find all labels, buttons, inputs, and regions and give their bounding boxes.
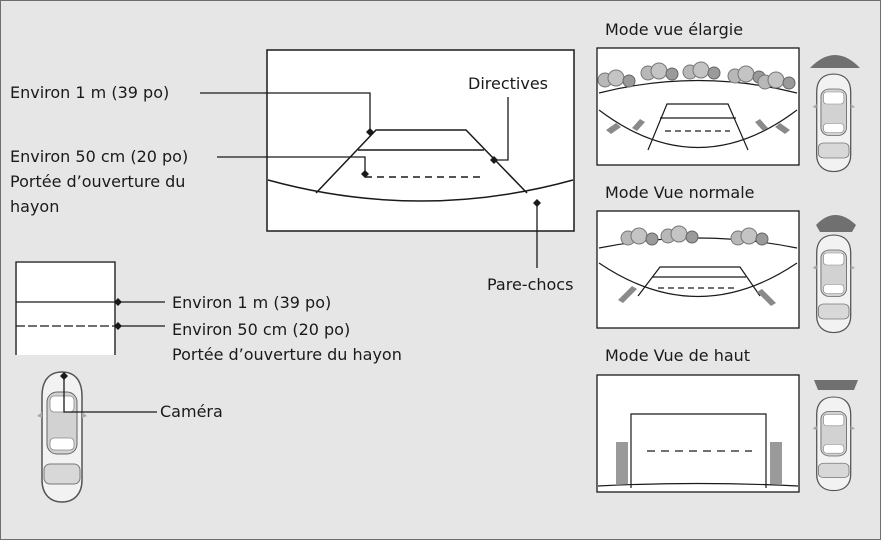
main-leader-lines bbox=[200, 92, 538, 268]
label-side-1m: Environ 1 m (39 po) bbox=[172, 293, 332, 312]
label-bumper: Pare-chocs bbox=[487, 275, 574, 294]
wide-mode-view bbox=[596, 47, 800, 166]
label-side-tailgate: Portée d’ouverture du hayon bbox=[172, 345, 402, 364]
main-camera-view bbox=[266, 49, 575, 232]
side-distance-view bbox=[15, 261, 165, 355]
label-approx-50cm: Environ 50 cm (20 po) bbox=[10, 147, 189, 166]
wide-mode-car bbox=[810, 55, 860, 173]
camera-car bbox=[36, 371, 88, 503]
top-mode-view bbox=[596, 374, 800, 493]
label-tailgate-line2: hayon bbox=[10, 197, 60, 216]
camera-leader bbox=[60, 372, 157, 413]
label-approx-1m: Environ 1 m (39 po) bbox=[10, 83, 170, 102]
top-mode-car bbox=[811, 380, 858, 492]
normal-mode-car bbox=[811, 215, 856, 334]
label-tailgate-line1: Portée d’ouverture du bbox=[10, 172, 186, 191]
label-camera: Caméra bbox=[160, 402, 223, 421]
title-wide-mode: Mode vue élargie bbox=[605, 20, 744, 39]
normal-mode-view bbox=[596, 210, 800, 329]
label-guidelines: Directives bbox=[468, 74, 548, 93]
title-top-mode: Mode Vue de haut bbox=[605, 346, 751, 365]
title-normal-mode: Mode Vue normale bbox=[605, 183, 755, 202]
label-side-50cm: Environ 50 cm (20 po) bbox=[172, 320, 351, 339]
